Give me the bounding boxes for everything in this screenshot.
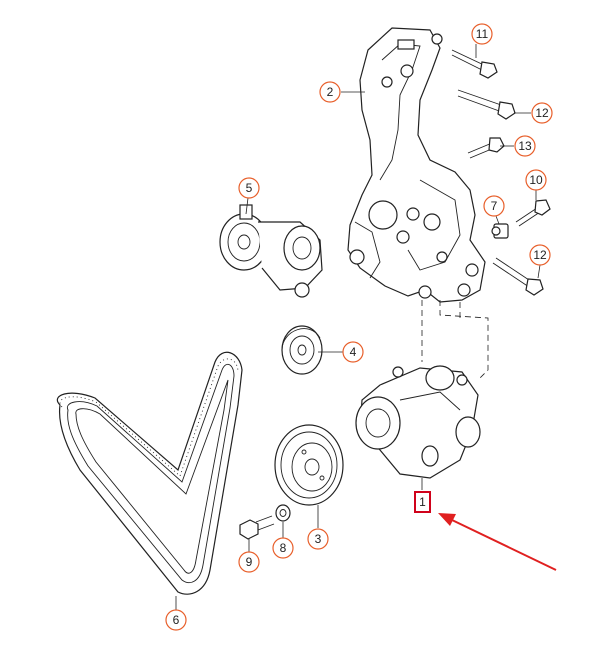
callout-1-highlight-box (414, 491, 431, 513)
callout-1: 1 (414, 491, 431, 513)
callout-7: 7 (483, 195, 505, 217)
bolt-9 (239, 515, 275, 540)
callout-7-label: 7 (491, 199, 498, 213)
callout-2-label: 2 (327, 85, 334, 99)
callout-12-upper-circle (531, 102, 553, 124)
power-steering-pump (355, 365, 481, 479)
callout-9: 9 (238, 551, 260, 573)
callout-12-lower-label: 12 (533, 248, 547, 262)
callout-9-label: 9 (246, 555, 253, 569)
callout-11-circle (471, 23, 493, 45)
callout-8: 8 (272, 537, 294, 559)
callout-10: 10 (525, 169, 547, 191)
callout-8-label: 8 (280, 541, 287, 555)
pump-pulley (274, 424, 344, 506)
belt-tensioner (219, 204, 323, 298)
callout-3: 3 (307, 528, 329, 550)
callout-13: 13 (514, 135, 536, 157)
bolt-11 (451, 49, 498, 79)
pointer-arrow (438, 513, 557, 571)
washer-8 (275, 504, 291, 522)
callout-3-label: 3 (315, 532, 322, 546)
assembly-line-a (439, 300, 489, 381)
callout-1-label: 1 (419, 495, 426, 509)
callout-3-circle (307, 528, 329, 550)
mounting-bracket (347, 27, 486, 303)
callout-13-circle (514, 135, 536, 157)
callout-5-label: 5 (246, 181, 253, 195)
callout-2-circle (319, 81, 341, 103)
bolt-13 (467, 137, 505, 159)
callout-5-circle (238, 177, 260, 199)
callout-4: 4 (342, 341, 364, 363)
bolt-12-upper (457, 89, 516, 120)
callout-11-label: 11 (476, 27, 489, 41)
idler-pulley (281, 325, 323, 375)
callout-11: 11 (471, 23, 493, 45)
callout-7-circle (483, 195, 505, 217)
leader-lines (175, 44, 541, 610)
callout-6: 6 (165, 609, 187, 631)
callout-8-circle (272, 537, 294, 559)
bolt-10 (515, 199, 551, 227)
drive-belt (57, 351, 243, 595)
callout-12-lower: 12 (529, 244, 551, 266)
callout-5: 5 (238, 177, 260, 199)
callout-4-label: 4 (350, 345, 357, 359)
callout-12-upper: 12 (531, 102, 553, 124)
callout-12-lower-circle (529, 244, 551, 266)
callout-6-circle (165, 609, 187, 631)
callout-6-label: 6 (173, 613, 180, 627)
callout-4-circle (342, 341, 364, 363)
callout-2: 2 (319, 81, 341, 103)
callout-10-circle (525, 169, 547, 191)
callout-10-label: 10 (529, 173, 543, 187)
callout-12-upper-label: 12 (535, 106, 549, 120)
callout-13-label: 13 (518, 139, 532, 153)
spacer-7 (491, 223, 509, 239)
callout-9-circle (238, 551, 260, 573)
bolt-12-lower (492, 257, 544, 296)
